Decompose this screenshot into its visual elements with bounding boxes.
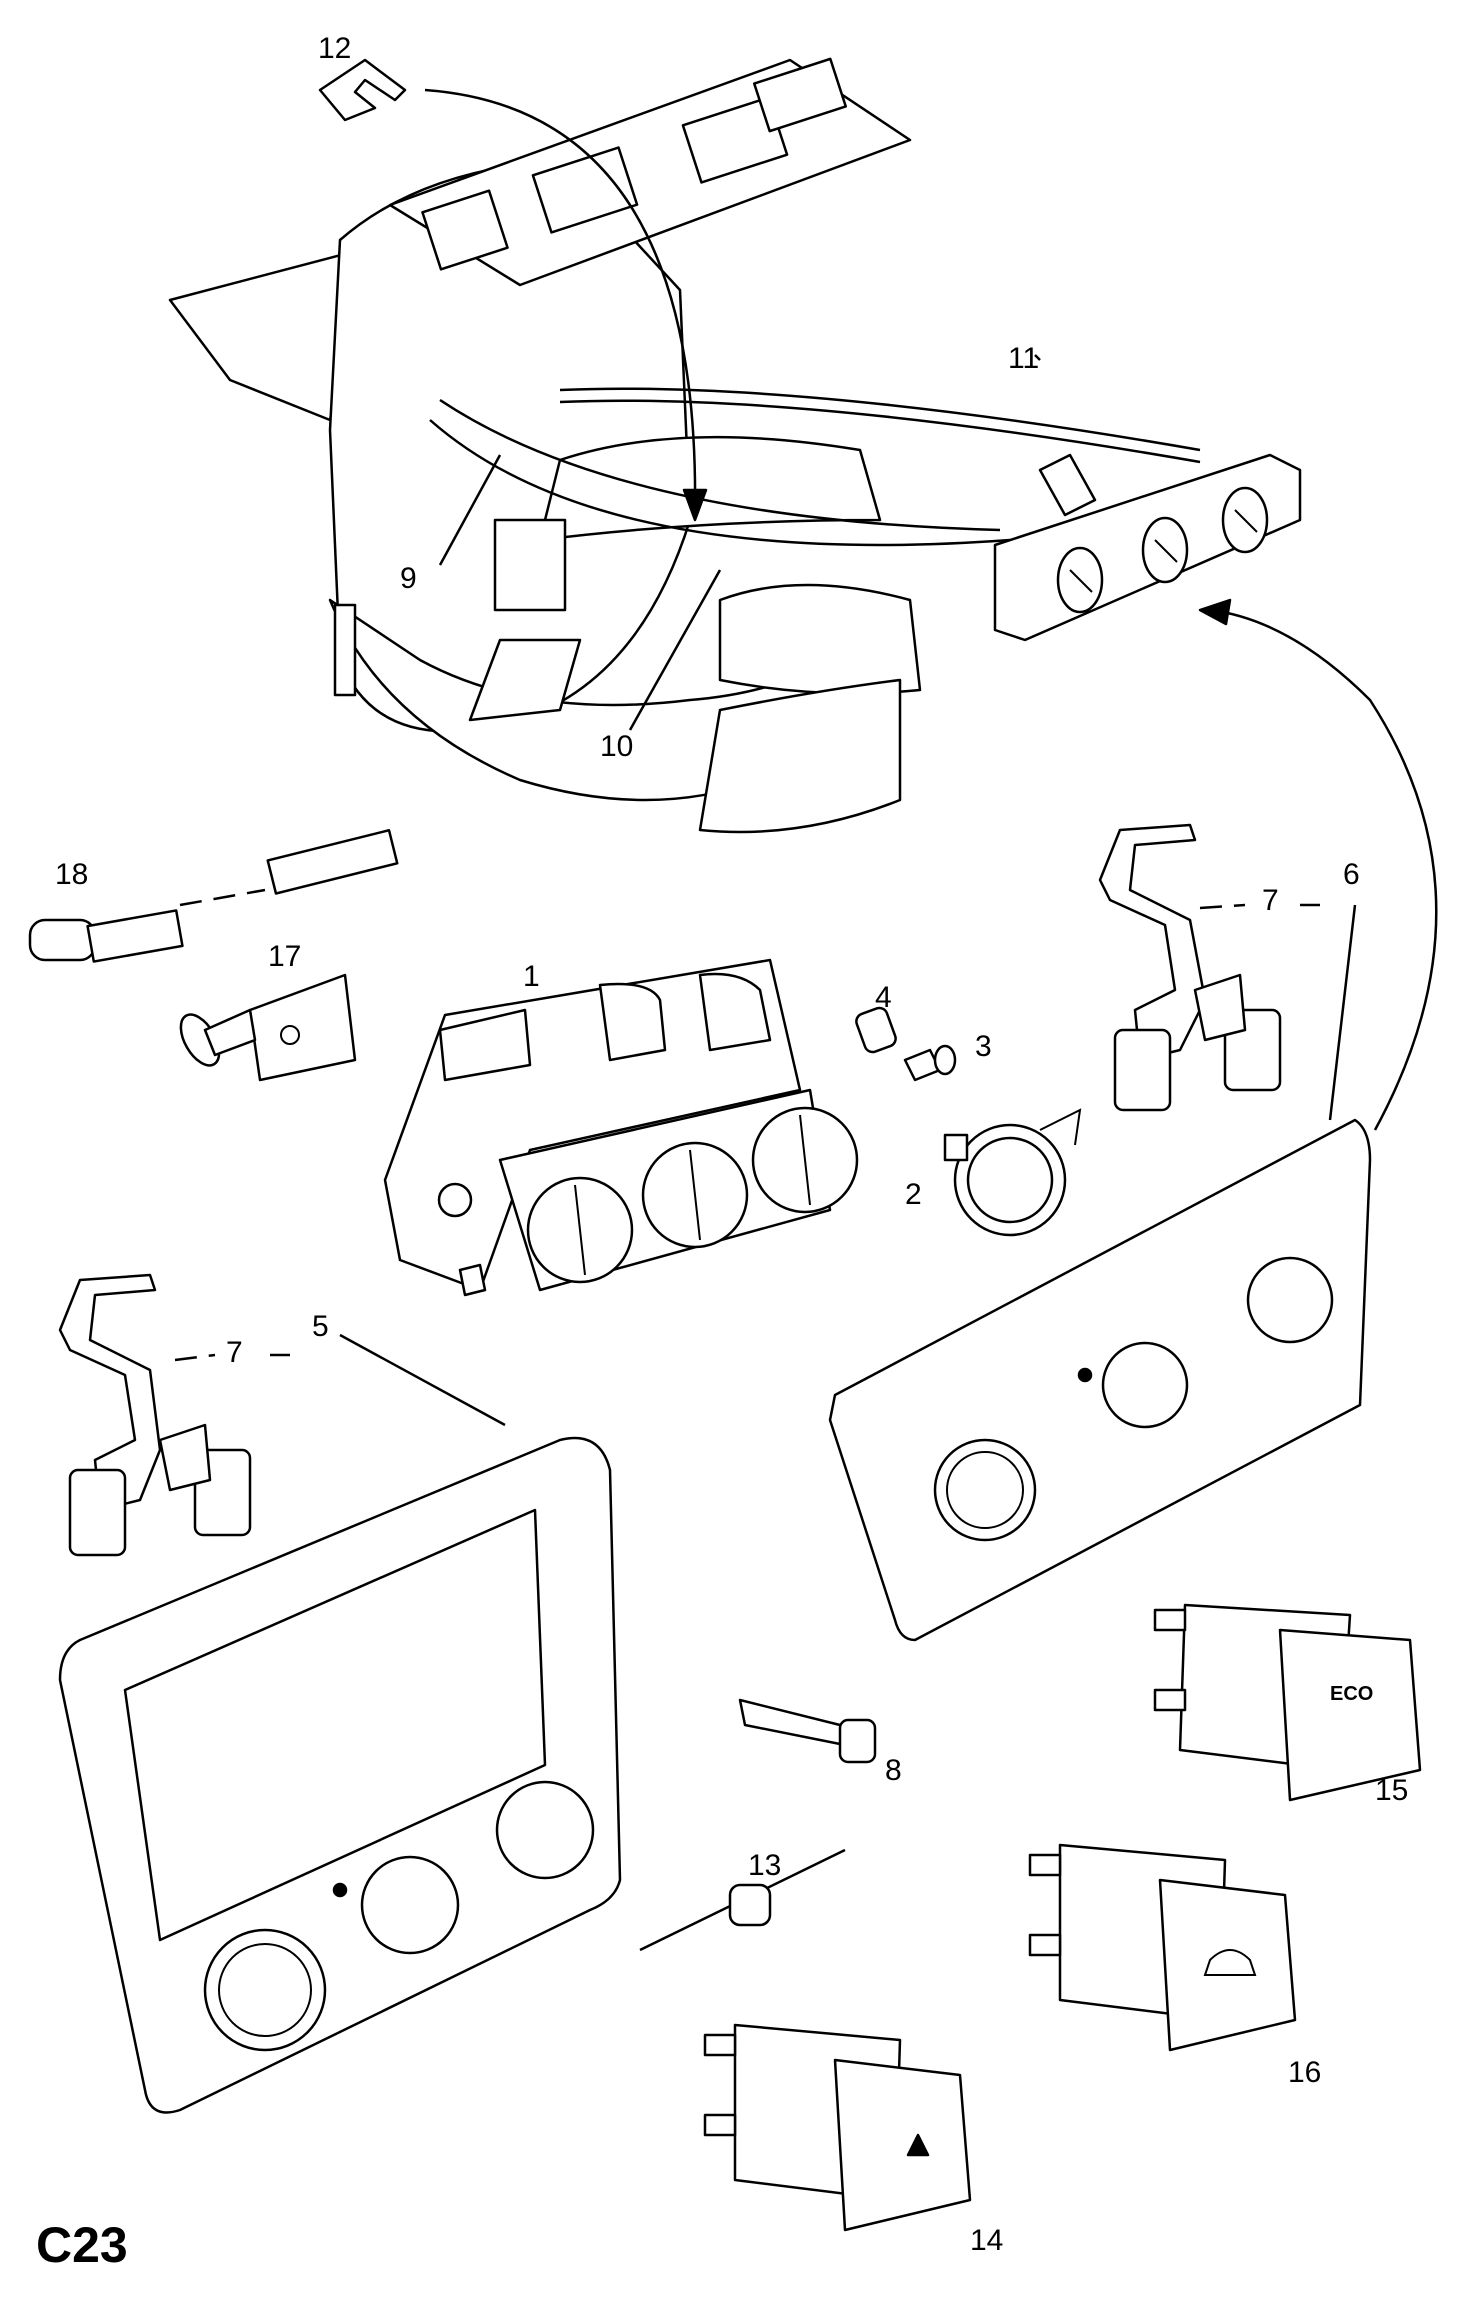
bulb-holder-17	[179, 973, 357, 1082]
switch-15-eco: ECO	[1153, 1603, 1422, 1802]
callout-1: 1	[523, 960, 540, 993]
clip-12	[318, 58, 407, 122]
callout-9: 9	[400, 562, 417, 595]
callout-10: 10	[600, 730, 633, 763]
callout-14: 14	[970, 2224, 1003, 2257]
callout-11: 11	[1008, 342, 1039, 375]
screw-18	[28, 829, 399, 963]
callout-17: 17	[268, 940, 301, 973]
callout-13: 13	[748, 1849, 781, 1882]
figure-code: C23	[36, 2217, 128, 2273]
callout-16: 16	[1288, 2056, 1321, 2089]
cable-11c	[559, 399, 1201, 464]
retainer-clip-7-right	[1098, 823, 1282, 1112]
arrow-6-head	[1198, 598, 1232, 626]
callout-3: 3	[975, 1030, 992, 1063]
screw-8	[738, 1698, 877, 1764]
switch-14-hazard	[703, 2023, 972, 2232]
rear-defrost-icon	[1203, 1949, 1257, 1976]
callout-6: 6	[1343, 858, 1360, 891]
arrow-12-to-housing	[424, 88, 697, 511]
knob-2	[943, 1108, 1082, 1237]
callout-12: 12	[318, 32, 351, 65]
hazard-icon	[906, 2133, 930, 2157]
bulb-socket-4	[855, 1006, 897, 1054]
callout-7-upper: 7	[1262, 884, 1279, 917]
cable-10	[429, 419, 1011, 547]
switch-16-rear-defrost	[1028, 1843, 1297, 2052]
bulb-3	[903, 1044, 957, 1082]
arrow-6-to-control-head	[1209, 608, 1438, 1131]
cable-11	[439, 398, 1001, 532]
callout-2: 2	[905, 1178, 922, 1211]
diode-13	[639, 1848, 846, 1952]
callout-4: 4	[875, 981, 892, 1014]
heater-housing	[168, 57, 922, 834]
cable-11b	[559, 387, 1201, 452]
callout-5: 5	[312, 1310, 329, 1343]
arrow-12-head	[682, 488, 708, 522]
callout-7-lower: 7	[226, 1336, 243, 1369]
switch-eco-label: ECO	[1330, 1683, 1373, 1705]
control-unit-1	[383, 958, 859, 1297]
callout-18: 18	[55, 858, 88, 891]
retainer-clip-7-left	[58, 1273, 252, 1557]
callout-15: 15	[1375, 1774, 1408, 1807]
fascia-panel-5	[58, 1436, 622, 2114]
cable-control-head	[993, 453, 1302, 642]
callout-8: 8	[885, 1754, 902, 1787]
trim-panel-6	[828, 1118, 1372, 1642]
